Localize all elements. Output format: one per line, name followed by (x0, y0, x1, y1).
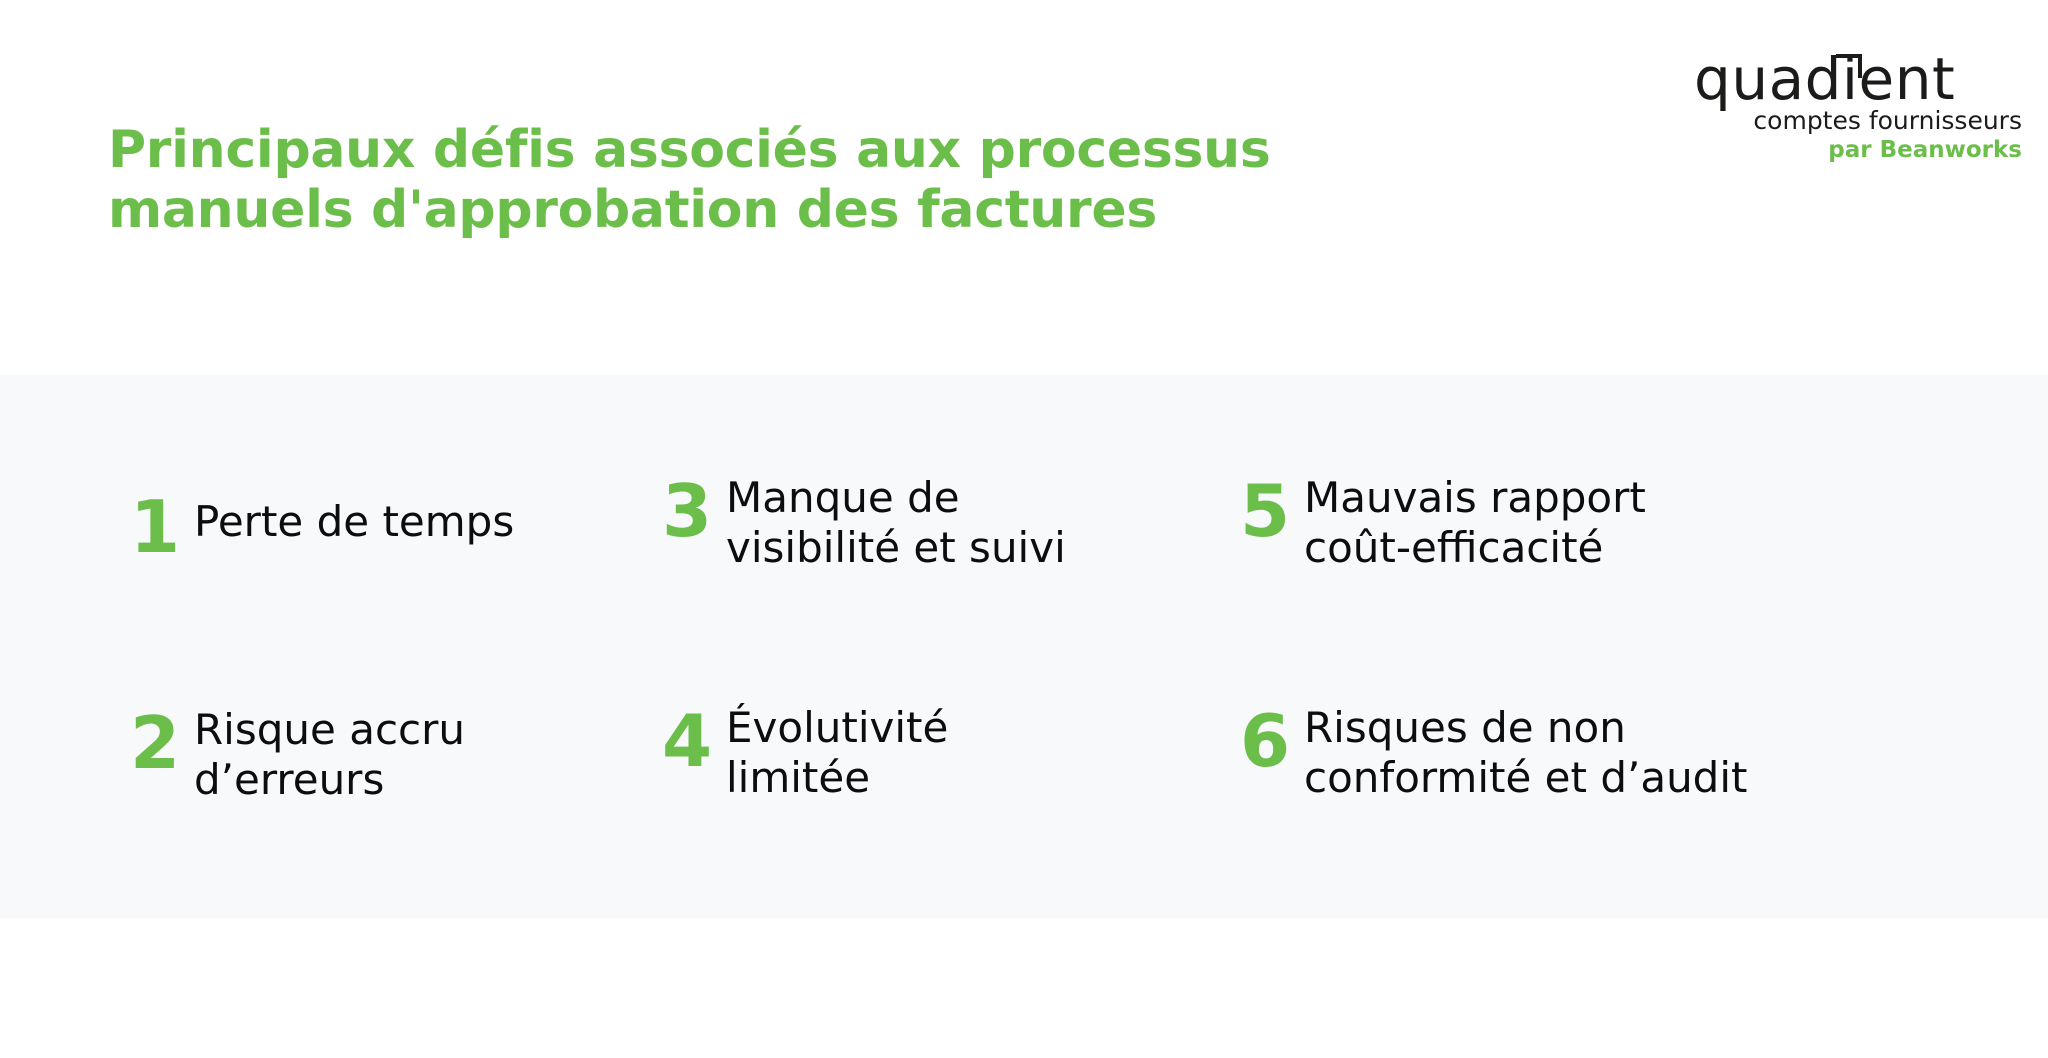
challenge-label: Perte de temps (194, 497, 515, 546)
challenges-panel: 1 Perte de temps 2 Risque accru d’erreur… (0, 375, 2048, 918)
challenges-grid: 1 Perte de temps 2 Risque accru d’erreur… (0, 375, 2048, 918)
challenge-item-2: 2 Risque accru d’erreurs (130, 701, 610, 804)
challenge-item-5: 5 Mauvais rapport coût-efficacité (1240, 469, 1800, 572)
logo-byline: par Beanworks (1828, 137, 2022, 163)
challenge-number: 4 (662, 699, 713, 783)
logo-subtitle: comptes fournisseurs (1753, 106, 2022, 135)
challenge-item-4: 4 Évolutivité limitée (662, 699, 1182, 802)
challenge-number: 2 (130, 701, 181, 785)
challenge-item-1: 1 Perte de temps (130, 487, 610, 563)
slide-header: Principaux défis associés aux processus … (0, 0, 2048, 375)
logo-wordmark: quadient (1694, 45, 1956, 113)
challenge-label: Risques de non conformité et d’audit (1304, 703, 1748, 802)
page-title: Principaux défis associés aux processus … (108, 119, 1271, 241)
challenge-number: 1 (130, 485, 181, 569)
logo-bracket-icon (1836, 54, 1862, 78)
challenge-number: 3 (662, 469, 713, 553)
challenge-number: 5 (1240, 469, 1291, 553)
challenge-label: Mauvais rapport coût-efficacité (1304, 473, 1646, 572)
challenge-label: Risque accru d’erreurs (194, 705, 466, 804)
quadient-logo: quadient comptes fournisseurs par Beanwo… (1690, 45, 2022, 178)
challenge-label: Évolutivité limitée (726, 703, 949, 802)
challenge-item-3: 3 Manque de visibilité et suivi (662, 469, 1182, 572)
challenge-number: 6 (1240, 699, 1291, 783)
challenge-item-6: 6 Risques de non conformité et d’audit (1240, 699, 1800, 802)
challenge-label: Manque de visibilité et suivi (726, 473, 1066, 572)
